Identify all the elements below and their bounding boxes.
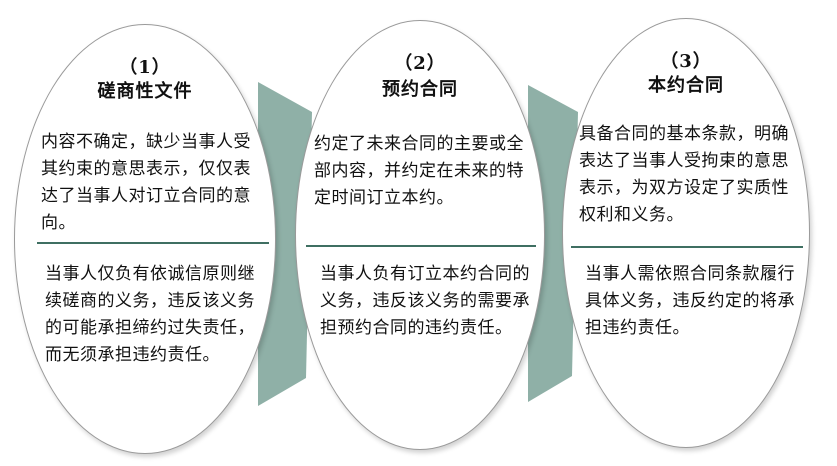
card-title: 预约合同 xyxy=(382,79,458,100)
card-definition: 内容不确定，缺少当事人受其约束的意思表示，仅仅表达了当事人对订立合同的意向。 xyxy=(41,132,251,233)
connector-1-2 xyxy=(258,82,312,406)
card-definition: 约定了未来合同的主要或全部内容，并约定在未来的特定时间订立本约。 xyxy=(314,134,524,208)
card-negotiation-document: （1） 磋商性文件 内容不确定，缺少当事人受其约束的意思表示，仅仅表达了当事人对… xyxy=(14,24,276,454)
card-title: 磋商性文件 xyxy=(97,81,193,102)
card-number: （1） xyxy=(119,57,171,78)
card-definition: 具备合同的基本条款，明确表达了当事人受拘束的意思表示，为双方设定了实质性权利和义… xyxy=(579,124,789,225)
card-number: （3） xyxy=(660,51,712,72)
card-liability: 当事人仅负有依诚信原则继续磋商的义务，违反该义务的可能承担缔约过失责任，而无须承… xyxy=(45,264,255,365)
card-main-contract: （3） 本约合同 具备合同的基本条款，明确表达了当事人受拘束的意思表示，为双方设… xyxy=(562,18,810,448)
divider xyxy=(306,245,536,247)
card-title: 本约合同 xyxy=(648,75,724,96)
connector-2-3 xyxy=(528,85,578,402)
card-liability: 当事人需依照合同条款履行具体义务，违反约定的将承担违约责任。 xyxy=(585,264,795,338)
divider xyxy=(571,246,803,248)
divider xyxy=(37,242,269,244)
card-preliminary-contract: （2） 预约合同 约定了未来合同的主要或全部内容，并约定在未来的特定时间订立本约… xyxy=(295,20,545,450)
card-number: （2） xyxy=(394,53,446,74)
card-liability: 当事人负有订立本约合同的义务，违反该义务的需要承担预约合同的违约责任。 xyxy=(320,264,530,338)
